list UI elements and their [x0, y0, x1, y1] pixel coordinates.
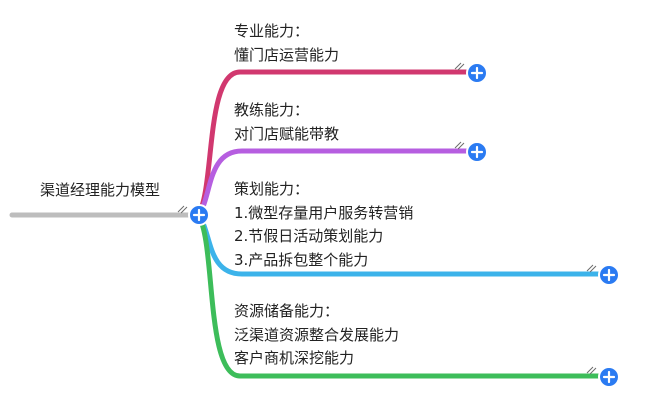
expand-button-coaching[interactable]: [466, 141, 488, 163]
branch-line-text: 2.节假日活动策划能力: [234, 227, 384, 245]
double-slash-icon: [177, 205, 188, 214]
double-slash-icon: [454, 62, 465, 71]
branch-line-text: 懂门店运营能力: [234, 45, 340, 64]
branch-node-planning[interactable]: 策划能力： 1.微型存量用户服务转营销 2.节假日活动策划能力 3.产品拆包整个…: [234, 178, 413, 272]
expand-button-professional[interactable]: [466, 62, 488, 84]
plus-icon: [602, 268, 616, 282]
expand-button-planning[interactable]: [598, 264, 620, 286]
branch-line-text: 3.产品拆包整个能力: [234, 250, 369, 269]
branch-title: 教练能力：: [234, 101, 310, 119]
double-slash-icon: [586, 264, 597, 273]
branch-node-coaching[interactable]: 教练能力： 对门店赋能带教: [234, 99, 339, 146]
branch-line-text: 客户商机深挖能力: [234, 349, 355, 367]
branch-line-text: 对门店赋能带教: [234, 124, 340, 143]
plus-icon: [470, 145, 484, 159]
branch-title: 资源储备能力：: [234, 302, 340, 320]
double-slash-icon: [586, 366, 597, 375]
branch-title: 策划能力：: [234, 180, 310, 198]
branch-node-professional[interactable]: 专业能力： 懂门店运营能力: [234, 20, 339, 67]
branch-line-resource: [195, 212, 611, 379]
branch-line-text: 泛渠道资源整合发展能力: [234, 325, 400, 344]
plus-icon: [192, 208, 206, 222]
root-expand-button[interactable]: [188, 204, 210, 226]
plus-icon: [470, 66, 484, 80]
double-slash-icon: [454, 141, 465, 150]
branch-title: 专业能力：: [234, 22, 310, 40]
branch-node-resource[interactable]: 资源储备能力： 泛渠道资源整合发展能力 客户商机深挖能力: [234, 300, 399, 371]
expand-button-resource[interactable]: [598, 366, 620, 388]
root-node-label[interactable]: 渠道经理能力模型: [40, 181, 161, 199]
branch-line-text: 1.微型存量用户服务转营销: [234, 203, 414, 222]
plus-icon: [602, 370, 616, 384]
